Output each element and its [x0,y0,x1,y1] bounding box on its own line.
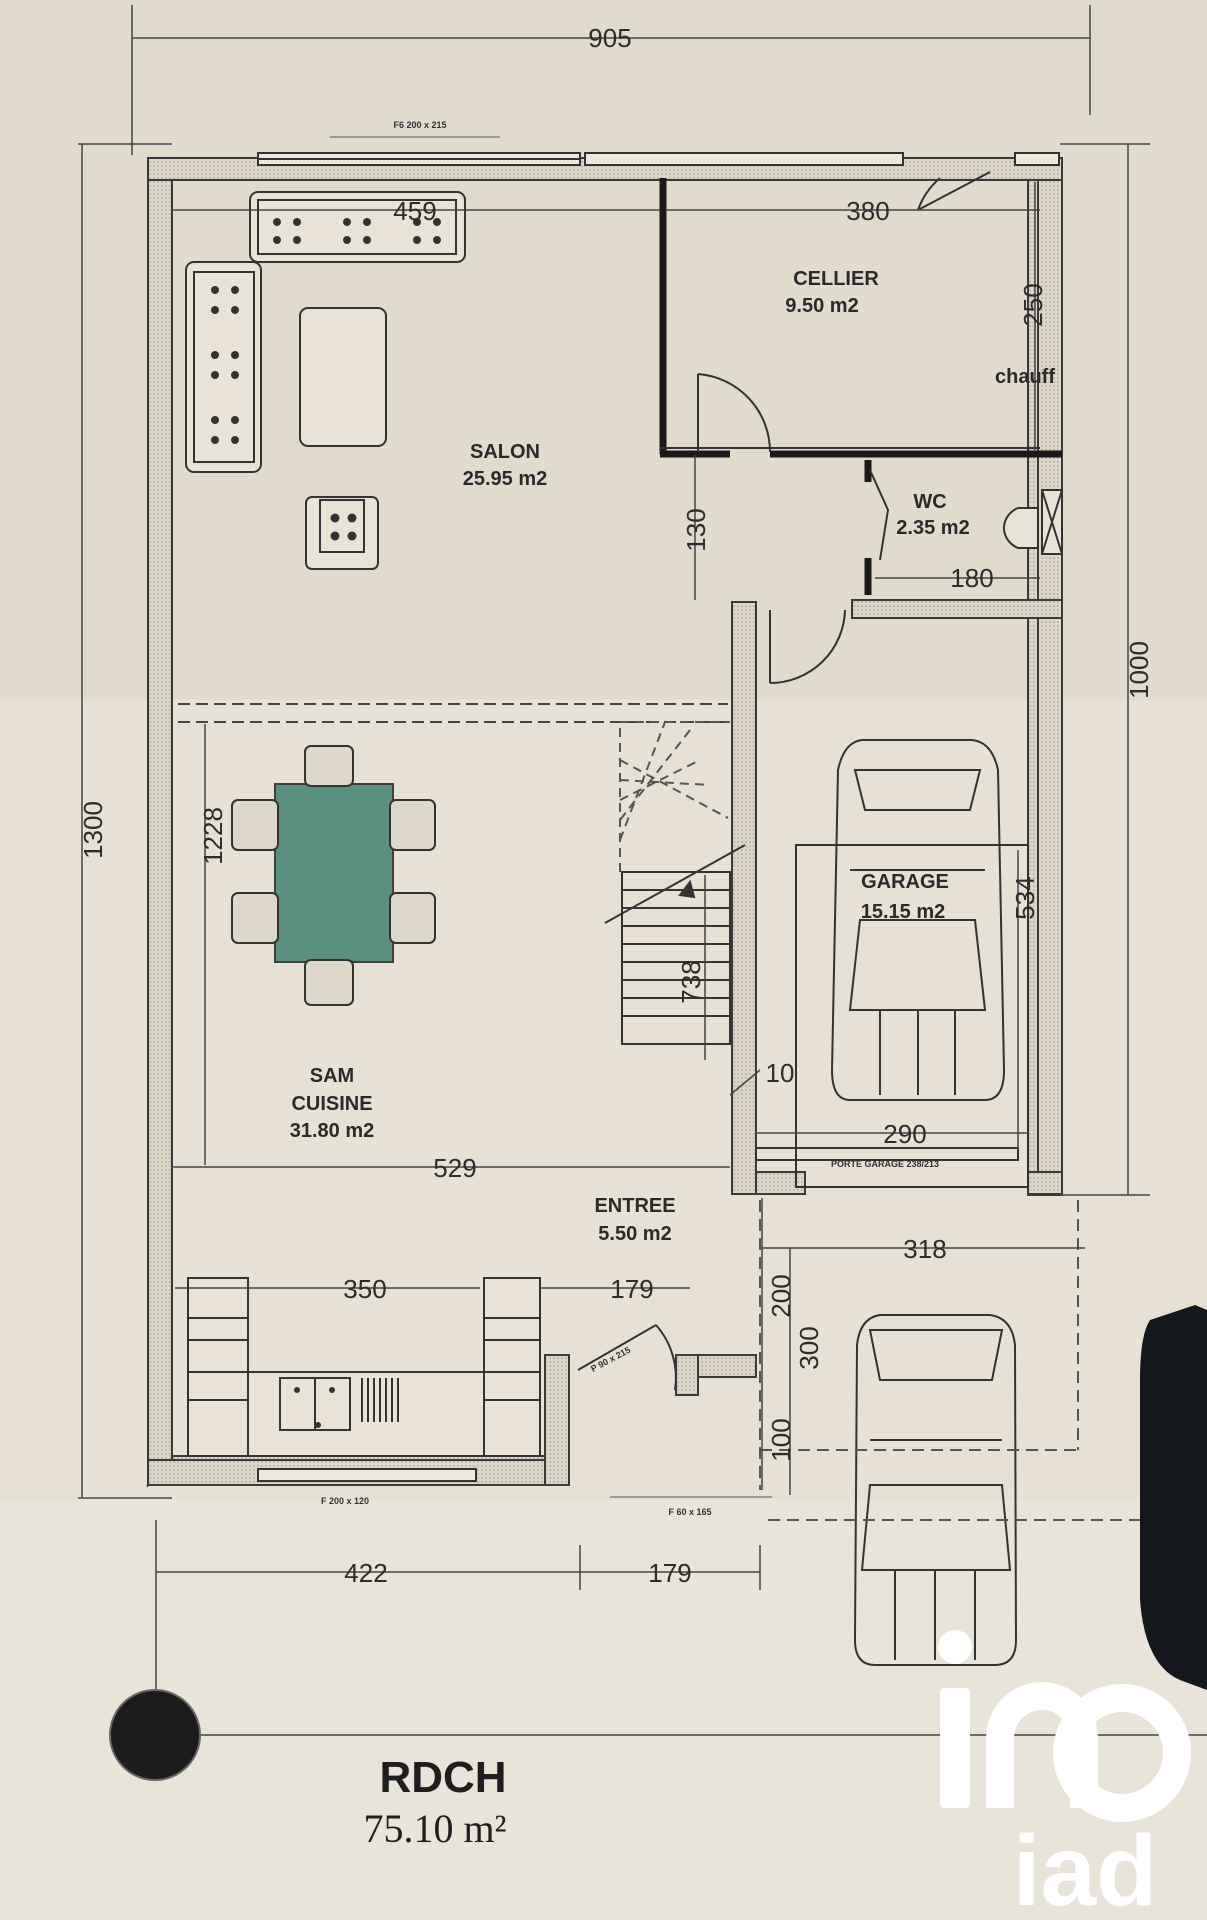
room-entree-area: 5.50 m2 [598,1223,671,1245]
dim-garage-depth: 534 [1010,876,1040,919]
sofa-cushion-dots [211,218,441,444]
room-salon-area: 25.95 m2 [463,468,548,490]
room-entree-name: ENTREE [594,1195,675,1217]
window-bottom-right-label: F 60 x 165 [668,1507,711,1517]
dim-stair-length: 738 [676,960,706,1003]
dim-kitchen-run: 350 [343,1274,386,1304]
armchair [305,496,379,570]
iad-logo-text: iad [1013,1815,1157,1920]
dim-cellier-height: 250 [1018,283,1048,326]
dim-sam-height: 1228 [198,807,228,865]
window-bottom-left-label: F 200 x 120 [321,1496,369,1506]
dining-set [231,745,436,1006]
garage-door [755,1147,1019,1161]
dim-drive-width: 318 [903,1234,946,1264]
label-chauff: chauff [995,366,1055,388]
room-garage-area: 15.15 m2 [861,901,946,923]
drainboard [361,1378,399,1422]
dim-overall-width: 905 [588,23,631,53]
dim-cellier-width: 380 [846,196,889,226]
dim-parking-200: 200 [766,1274,796,1317]
dim-entree-width: 179 [610,1274,653,1304]
kitchen-counters [187,1277,541,1457]
walls [145,157,1063,1488]
room-sam-area: 31.80 m2 [290,1120,375,1142]
room-salon-name: SALON [470,441,540,463]
dim-kitchen-width: 529 [433,1153,476,1183]
dim-bottom-right: 179 [648,1558,691,1588]
wc-fixtures [1003,489,1063,555]
room-garage-name: GARAGE [861,871,949,893]
window-top [257,152,1060,166]
neighbour-car [1140,1305,1207,1690]
room-wc-name: WC [913,491,946,513]
dining-table [274,783,394,963]
room-sam-name: SAM [310,1065,354,1087]
dim-hall-height: 130 [681,508,711,551]
dim-wall-10: 10 [766,1058,795,1088]
window-bottom [257,1468,477,1482]
room-cellier-area: 9.50 m2 [785,295,858,317]
dim-wc-width: 180 [950,563,993,593]
staircase [604,844,746,1045]
room-cellier-name: CELLIER [793,268,879,290]
sink-drain [294,1387,335,1428]
orientation-marker [109,1689,201,1781]
dim-bottom-left: 422 [344,1558,387,1588]
dim-right-height: 1000 [1124,641,1154,699]
room-cuisine-name: CUISINE [291,1093,372,1115]
porte-garage-label: PORTE GARAGE 238/213 [831,1159,939,1169]
door-swings [577,171,991,1391]
dim-salon-width: 459 [393,196,436,226]
iad-logo: iad [938,1630,1191,1920]
car-outside [853,1314,1018,1666]
car-in-garage [830,739,1006,1101]
dim-garage-width: 290 [883,1119,926,1149]
dim-parking-100: 100 [766,1418,796,1461]
parking-outline [759,1200,1207,1521]
window-top-label: F6 200 x 215 [393,120,446,130]
plan-total-area: 75.10 m² [363,1806,506,1851]
plan-title: RDCH [379,1753,506,1802]
coffee-table [299,307,387,447]
room-wc-area: 2.35 m2 [896,517,969,539]
dimension-lines [78,5,1207,1736]
dim-parking-300: 300 [794,1326,824,1369]
interior-walls [659,178,1062,595]
dim-overall-height: 1300 [78,801,108,859]
garage-bay [795,844,1029,1188]
